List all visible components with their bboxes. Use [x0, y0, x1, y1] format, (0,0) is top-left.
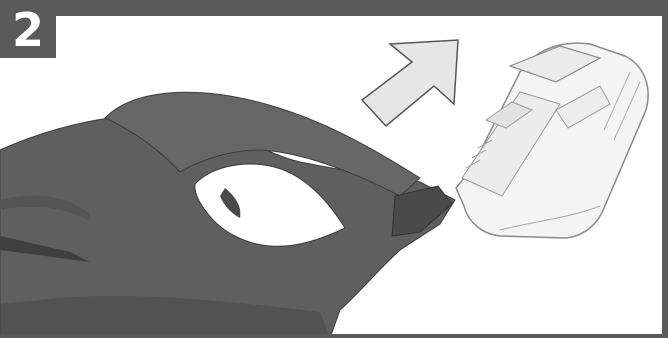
step-number: 2 [12, 7, 44, 53]
step-number-badge: 2 [0, 0, 56, 58]
arrow-up-right-icon [362, 40, 458, 126]
header-band [0, 0, 668, 16]
power-tool-icon [0, 92, 455, 338]
battery-pack-icon [456, 43, 648, 238]
right-border [662, 0, 668, 338]
bottom-border [0, 334, 668, 338]
